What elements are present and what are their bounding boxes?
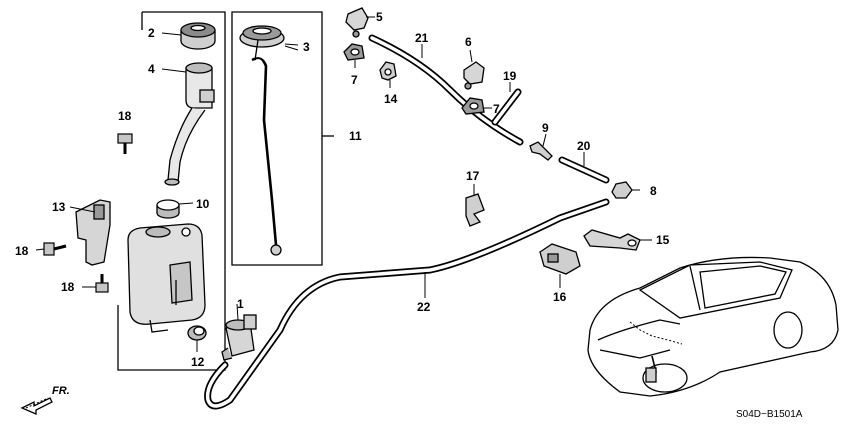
clip-16: [539, 243, 581, 288]
washer-tank: [127, 223, 206, 333]
label-part-16: 16: [553, 290, 567, 304]
front-direction-arrow: [20, 397, 53, 415]
label-part-7-lower: 7: [493, 102, 500, 116]
car-illustration: [587, 256, 839, 397]
label-part-14: 14: [384, 92, 398, 106]
washer-motor-1: [221, 303, 257, 361]
label-part-15: 15: [656, 233, 670, 247]
pad-7-lower: [461, 97, 492, 115]
grommet-12: [187, 325, 207, 352]
bracket-13: [69, 199, 111, 266]
joint-8: [611, 181, 640, 199]
label-part-4: 4: [148, 62, 155, 76]
nozzle-6: [463, 49, 485, 90]
label-part-22: 22: [417, 300, 431, 314]
part-number-labels: 1 2 3 4 5 6 7 7 8 9 10 11 12 13 14 15 16…: [15, 10, 670, 369]
joint-9: [529, 133, 553, 161]
hose-22: [204, 198, 610, 410]
label-part-8: 8: [650, 184, 657, 198]
label-part-10: 10: [196, 197, 210, 211]
label-part-19: 19: [503, 69, 517, 83]
label-part-1: 1: [237, 297, 244, 311]
cap-2: [161, 22, 216, 50]
label-part-9: 9: [542, 121, 549, 135]
filler-neck-4: [161, 62, 215, 186]
clip-14: [379, 61, 397, 88]
label-part-11: 11: [349, 129, 362, 143]
pad-7-upper: [343, 43, 365, 68]
hose-20: [558, 152, 610, 184]
cap-assembly-bracket: [231, 11, 323, 266]
bolt-18-lower: [82, 274, 109, 293]
label-part-18-upper: 18: [118, 109, 132, 123]
label-part-2: 2: [148, 26, 155, 40]
clip-17: [465, 184, 485, 227]
label-part-21: 21: [415, 31, 429, 45]
cap-assembly-3: [239, 25, 299, 256]
grommet-10: [156, 199, 194, 219]
bolt-18-middle: [35, 242, 67, 256]
label-part-7-upper: 7: [351, 73, 358, 87]
bolt-18-upper: [117, 133, 133, 154]
clip-15: [583, 229, 652, 251]
label-part-17: 17: [466, 169, 480, 183]
label-part-20: 20: [577, 139, 591, 153]
label-part-3: 3: [303, 40, 310, 54]
front-direction-label: FR.: [52, 385, 70, 397]
label-part-13: 13: [52, 200, 66, 214]
label-part-12: 12: [191, 355, 205, 369]
hose-21: [368, 34, 524, 146]
label-part-6: 6: [465, 35, 472, 49]
nozzle-5: [345, 7, 375, 38]
label-part-18-lower: 18: [61, 280, 75, 294]
label-part-5: 5: [376, 10, 383, 24]
label-part-18-middle: 18: [15, 244, 29, 258]
hose-19: [491, 82, 522, 126]
drawing-code: S04D−B1501A: [736, 409, 803, 420]
